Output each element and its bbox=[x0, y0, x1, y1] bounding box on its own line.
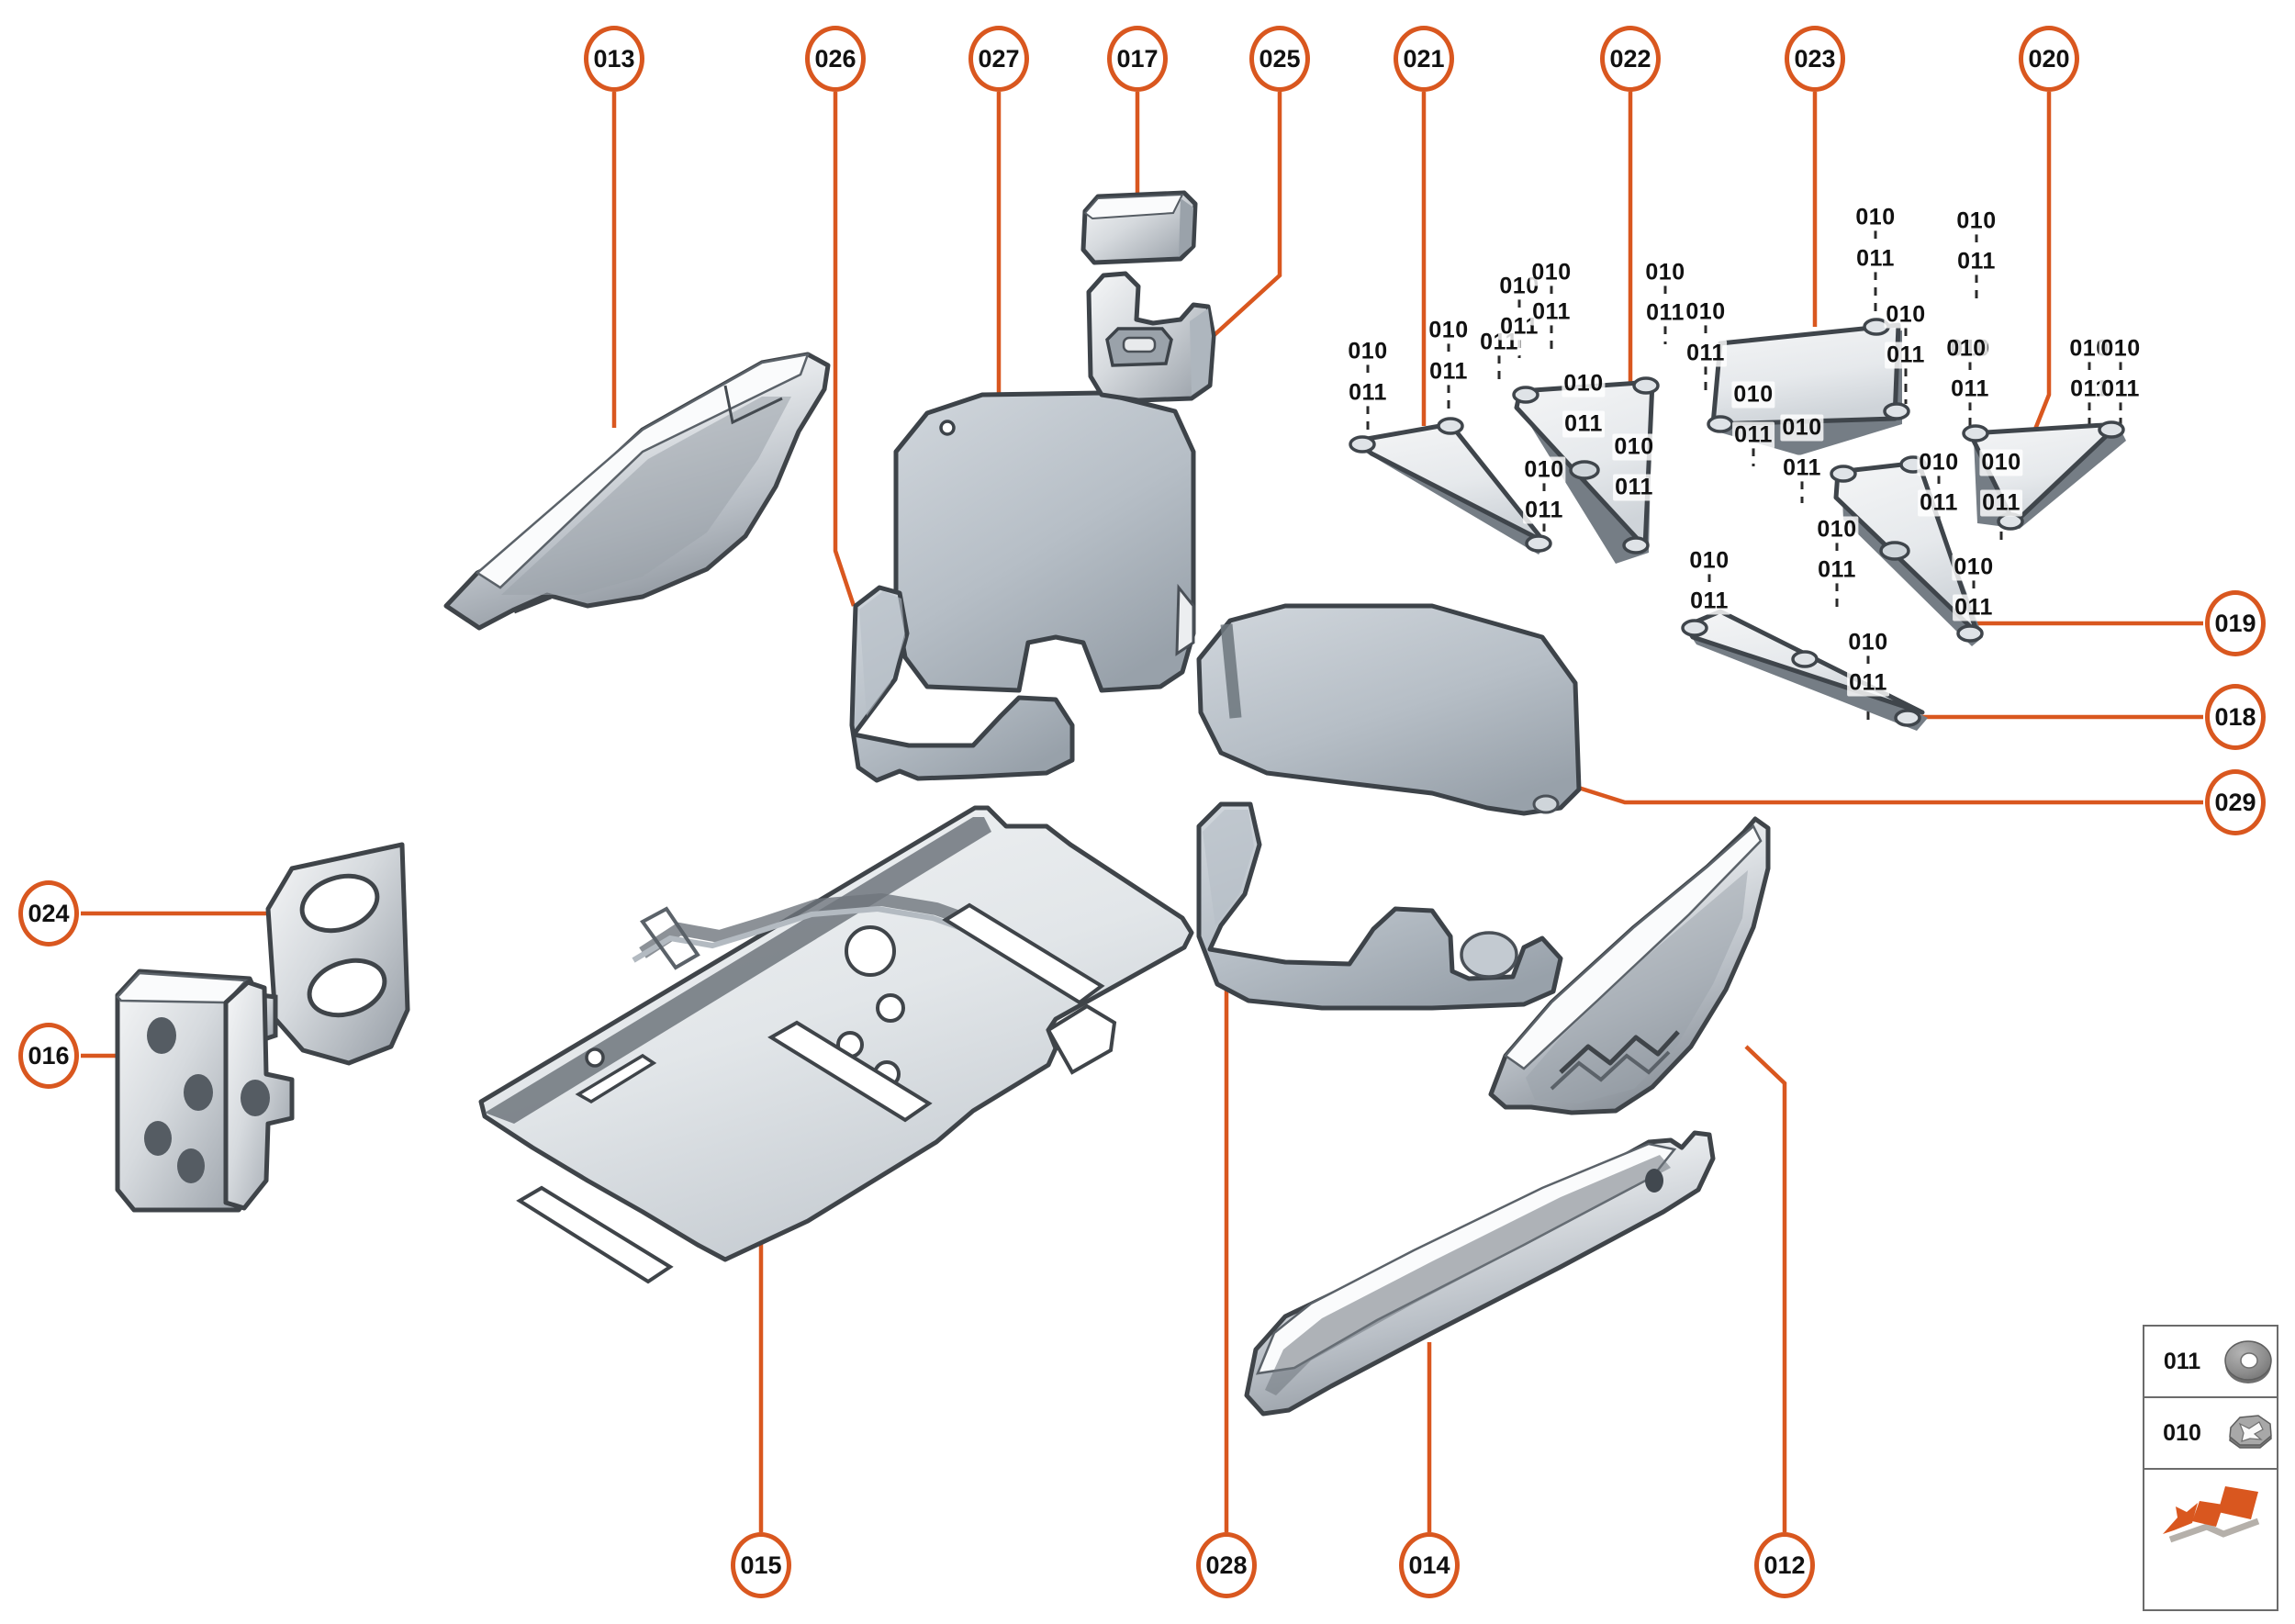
callout-021[interactable]: 021 bbox=[1394, 26, 1454, 92]
callout-027[interactable]: 027 bbox=[968, 26, 1029, 92]
fastener-label-010-39: 010 bbox=[1846, 629, 1890, 656]
callout-018[interactable]: 018 bbox=[2205, 684, 2266, 750]
fastener-label-011-45: 011 bbox=[1980, 489, 2022, 517]
fastener-label-010-33: 010 bbox=[1954, 207, 1998, 235]
fastener-label-011-30: 011 bbox=[1918, 489, 1960, 517]
fastener-label-010-46: 010 bbox=[2099, 335, 2143, 363]
fastener-label-011-40: 011 bbox=[1847, 669, 1889, 697]
fastener-label-011-38: 011 bbox=[1688, 588, 1730, 615]
callout-016[interactable]: 016 bbox=[18, 1023, 79, 1089]
fastener-label-011-16: 011 bbox=[1613, 474, 1655, 501]
legend-number-011: 011 bbox=[2163, 1348, 2201, 1374]
fastener-label-010-9: 010 bbox=[1529, 259, 1573, 286]
part-024-mount-plate bbox=[265, 842, 410, 1066]
fastener-label-010-11: 010 bbox=[1643, 259, 1687, 286]
leader-line-025 bbox=[1205, 92, 1282, 343]
legend-row-arrow bbox=[2144, 1470, 2277, 1556]
callout-024[interactable]: 024 bbox=[18, 880, 79, 946]
fastener-label-010-21: 010 bbox=[1884, 301, 1928, 329]
fastener-label-011-10: 011 bbox=[1530, 298, 1573, 326]
legend-box: 011 010 bbox=[2143, 1325, 2278, 1611]
callout-020[interactable]: 020 bbox=[2019, 26, 2079, 92]
fastener-label-011-8: 011 bbox=[1562, 410, 1605, 438]
callout-013[interactable]: 013 bbox=[584, 26, 644, 92]
fastener-label-010-35: 010 bbox=[1952, 554, 1996, 581]
part-026-lower-trim bbox=[849, 585, 1075, 783]
leader-line-026 bbox=[833, 92, 856, 607]
callout-014[interactable]: 014 bbox=[1399, 1532, 1460, 1598]
part-022-triangle-panel bbox=[1512, 376, 1660, 564]
callout-028[interactable]: 028 bbox=[1196, 1532, 1257, 1598]
callout-019[interactable]: 019 bbox=[2205, 590, 2266, 656]
fastener-label-011-22: 011 bbox=[1885, 342, 1927, 369]
fastener-label-011-3: 011 bbox=[1427, 358, 1470, 386]
fastener-label-010-44: 010 bbox=[1979, 449, 2023, 476]
callout-029[interactable]: 029 bbox=[2205, 769, 2266, 835]
fastener-label-011-32: 011 bbox=[1816, 556, 1858, 584]
fastener-label-011-24: 011 bbox=[1732, 421, 1774, 449]
fastener-label-011-1: 011 bbox=[1347, 379, 1389, 407]
fastener-label-011-20: 011 bbox=[1854, 245, 1897, 273]
part-028-lower-trim bbox=[1196, 801, 1563, 1011]
callout-022[interactable]: 022 bbox=[1600, 26, 1661, 92]
fastener-label-011-14: 011 bbox=[1685, 340, 1727, 367]
fastener-label-010-17: 010 bbox=[1522, 456, 1566, 484]
part-016-bracket-block bbox=[115, 969, 295, 1213]
part-012-trim-panel bbox=[1488, 816, 1771, 1115]
fastener-label-011-34: 011 bbox=[1955, 248, 1998, 275]
callout-023[interactable]: 023 bbox=[1785, 26, 1845, 92]
callout-015[interactable]: 015 bbox=[731, 1532, 791, 1598]
callout-025[interactable]: 025 bbox=[1249, 26, 1310, 92]
fastener-label-011-18: 011 bbox=[1523, 497, 1565, 524]
part-029-seatback-panel bbox=[1196, 603, 1582, 816]
fastener-label-010-2: 010 bbox=[1427, 317, 1471, 344]
fastener-label-010-37: 010 bbox=[1687, 547, 1731, 575]
legend-number-010: 010 bbox=[2163, 1419, 2201, 1446]
leader-line-029 bbox=[1534, 771, 2203, 805]
fastener-label-010-7: 010 bbox=[1562, 370, 1606, 398]
part-019-triangle-panel bbox=[1830, 455, 1984, 646]
part-018-triangle-panel bbox=[1681, 609, 1928, 731]
callout-026[interactable]: 026 bbox=[805, 26, 866, 92]
part-025-bracket bbox=[1086, 271, 1216, 403]
exploded-arrow-icon bbox=[2144, 1479, 2277, 1547]
fastener-label-011-28: 011 bbox=[1949, 375, 1991, 403]
fastener-label-011-12: 011 bbox=[1644, 299, 1686, 327]
leader-line-028 bbox=[1224, 953, 1250, 1532]
fastener-label-010-23: 010 bbox=[1731, 381, 1775, 409]
fastener-label-011-26: 011 bbox=[1781, 454, 1823, 482]
legend-row-010: 010 bbox=[2144, 1398, 2277, 1470]
fastener-label-011-47: 011 bbox=[2099, 375, 2142, 403]
part-014-sill-trim bbox=[1244, 1130, 1716, 1417]
speed-nut-icon bbox=[2220, 1411, 2277, 1455]
part-013-trim-panel bbox=[443, 352, 831, 631]
fastener-label-010-15: 010 bbox=[1612, 433, 1656, 461]
fastener-label-010-13: 010 bbox=[1684, 298, 1728, 326]
fastener-label-010-25: 010 bbox=[1780, 414, 1824, 442]
leader-line-020 bbox=[2032, 92, 2052, 432]
washer-icon bbox=[2220, 1338, 2277, 1385]
fastener-label-010-0: 010 bbox=[1346, 338, 1390, 365]
part-027-seatback-panel bbox=[893, 390, 1196, 693]
leader-line-012 bbox=[1744, 1045, 1787, 1532]
callout-012[interactable]: 012 bbox=[1754, 1532, 1815, 1598]
fastener-label-011-36: 011 bbox=[1953, 594, 1995, 622]
part-017-cap bbox=[1080, 190, 1198, 265]
part-021-triangle-panel bbox=[1349, 417, 1552, 554]
fastener-label-010-41: 010 bbox=[1944, 335, 1988, 363]
fastener-label-010-19: 010 bbox=[1853, 204, 1898, 231]
legend-row-011: 011 bbox=[2144, 1327, 2277, 1398]
callout-017[interactable]: 017 bbox=[1107, 26, 1168, 92]
fastener-label-010-29: 010 bbox=[1917, 449, 1961, 476]
part-015-floor-pan bbox=[478, 805, 1194, 1284]
fastener-label-010-31: 010 bbox=[1815, 516, 1859, 543]
